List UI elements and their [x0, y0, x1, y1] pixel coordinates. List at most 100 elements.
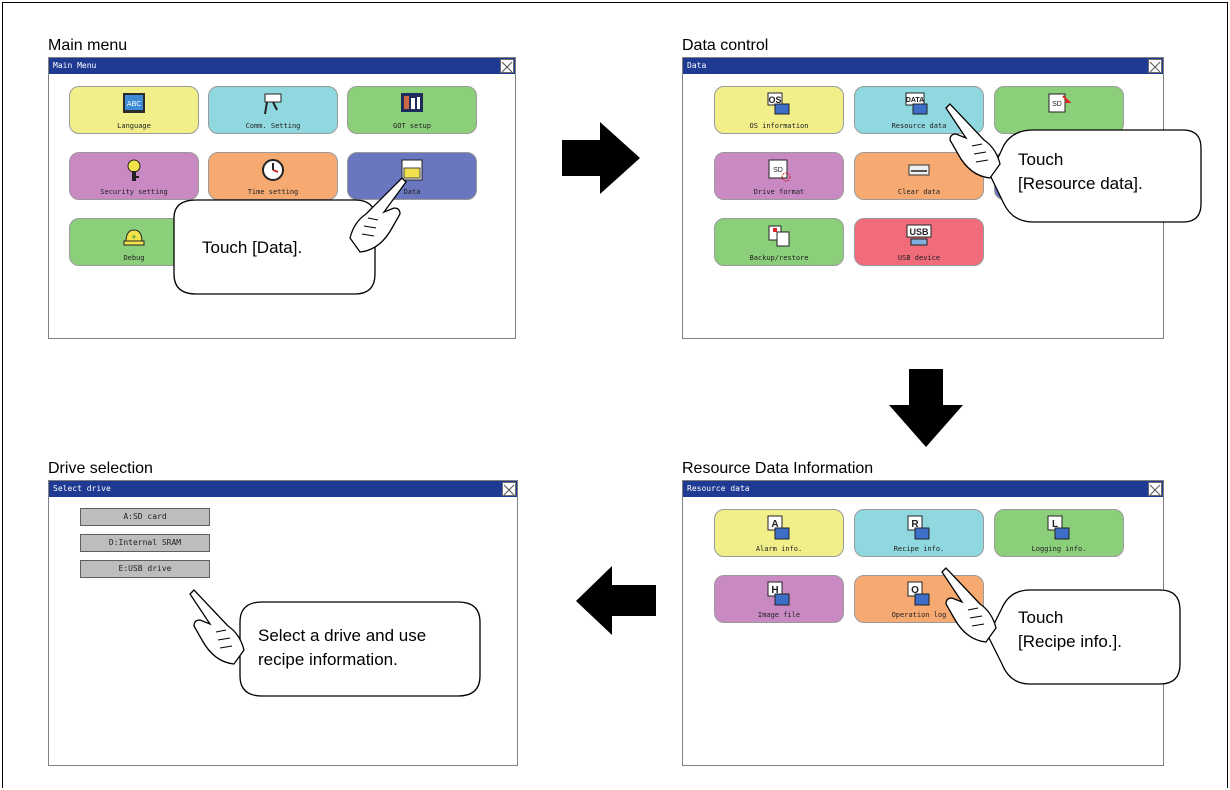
callout-line: Select a drive and use [258, 626, 427, 645]
abc-icon: ABC [123, 93, 145, 113]
tile-got-setup[interactable]: GOT setup [347, 86, 477, 134]
oplog-doc-icon: O [907, 581, 930, 606]
hand-pointer-icon [189, 589, 245, 665]
callout-text-recipe: Touch [Recipe info.]. [1018, 606, 1122, 654]
tile-label: Comm. Setting [245, 122, 301, 130]
svg-text:USB: USB [909, 227, 929, 237]
tile-recipe-info[interactable]: R Recipe info. [854, 509, 984, 557]
caption-drive-selection: Drive selection [48, 460, 153, 477]
tile-alarm-info[interactable]: A Alarm info. [714, 509, 844, 557]
callout-line: Touch [1018, 150, 1064, 169]
os-icon: OS [767, 92, 790, 115]
tile-security-setting[interactable]: Security setting [69, 152, 199, 200]
hand-pointer-icon [941, 567, 997, 643]
tile-drive-format[interactable]: SD Drive format [714, 152, 844, 200]
tile-label: GOT setup [393, 122, 431, 130]
callout-line: [Recipe info.]. [1018, 632, 1122, 651]
folder-icon [401, 159, 423, 181]
drive-button-usb-drive[interactable]: E:USB drive [80, 560, 210, 578]
svg-text:R: R [911, 519, 919, 530]
tile-usb-device[interactable]: USB USB device [854, 218, 984, 266]
sd-import-icon: SD [1048, 93, 1071, 113]
plug-icon [264, 93, 282, 115]
svg-text:A: A [771, 519, 778, 530]
svg-text:L: L [1052, 519, 1058, 530]
callout-line: Touch [1018, 608, 1064, 627]
tile-label: Image file [757, 611, 801, 619]
tile-logging-info[interactable]: L Logging info. [994, 509, 1124, 557]
tile-label: OS information [749, 122, 809, 130]
tile-label: Logging info. [1031, 545, 1087, 553]
svg-text:SD: SD [773, 167, 783, 174]
arrow-right-icon [562, 122, 640, 194]
tile-backup-restore[interactable]: Backup/restore [714, 218, 844, 266]
tile-label: Resource data [891, 122, 947, 130]
close-icon[interactable] [1148, 59, 1162, 73]
close-icon[interactable] [502, 482, 516, 496]
hand-pointer-icon [349, 177, 407, 253]
callout-text-data: Touch [Data]. [202, 238, 303, 257]
caption-data-control: Data control [682, 37, 769, 54]
arrow-left-icon [576, 566, 656, 635]
callout-bubble-resource [989, 129, 1202, 223]
tile-label: Alarm info. [755, 545, 803, 553]
logging-doc-icon: L [1047, 515, 1070, 540]
tile-comm-setting[interactable]: Comm. Setting [208, 86, 338, 134]
alarm-doc-icon: A [767, 515, 790, 540]
backup-icon [768, 225, 790, 247]
callout-line: recipe information. [258, 650, 398, 669]
close-icon[interactable] [1148, 482, 1162, 496]
drive-button-sd-card[interactable]: A:SD card [80, 508, 210, 526]
tile-label: Time setting [247, 188, 299, 196]
caption-main-menu: Main menu [48, 37, 128, 54]
close-icon[interactable] [500, 59, 514, 73]
tile-label: Security setting [100, 188, 168, 196]
drive-button-internal-sram[interactable]: D:Internal SRAM [80, 534, 210, 552]
tile-label: Debug [123, 254, 145, 262]
tile-label: USB device [897, 254, 941, 262]
tile-label: Drive format [753, 188, 805, 196]
data-icon: DATA [905, 92, 928, 115]
recipe-doc-icon: R [907, 515, 930, 540]
tile-language[interactable]: ABC Language [69, 86, 199, 134]
tile-os-information[interactable]: OS OS information [714, 86, 844, 134]
settings-icon [401, 93, 423, 112]
tile-data[interactable]: Data [347, 152, 477, 200]
usb-icon: USB [906, 224, 932, 246]
tile-label: Language [117, 122, 151, 130]
svg-text:SD: SD [1052, 101, 1062, 108]
svg-text:O: O [911, 585, 919, 596]
callout-line: [Resource data]. [1018, 174, 1143, 193]
hardhat-icon: + [123, 229, 145, 246]
callout-bubble-recipe [987, 589, 1181, 685]
callout-text-resource: Touch [Resource data]. [1018, 148, 1143, 196]
svg-text:H: H [771, 585, 778, 596]
sd-format-icon: SD [768, 159, 791, 182]
window-title: Data [683, 58, 1163, 74]
svg-text:DATA: DATA [906, 97, 924, 104]
clear-icon [908, 164, 930, 176]
tile-label: Clear data [897, 188, 941, 196]
window-title: Select drive [49, 481, 517, 497]
svg-text:+: + [131, 232, 136, 242]
tile-time-setting[interactable]: Time setting [208, 152, 338, 200]
tile-label: Backup/restore [749, 254, 809, 262]
hand-pointer-icon [945, 103, 1001, 179]
arrow-down-icon [889, 369, 963, 447]
callout-bubble-drive [239, 601, 481, 697]
svg-text:ABC: ABC [127, 100, 141, 108]
tile-label: Operation log [891, 611, 947, 619]
tile-label: Data [403, 188, 421, 196]
window-title: Main Menu [49, 58, 515, 74]
window-title: Resource data [683, 481, 1163, 497]
svg-text:OS: OS [768, 95, 781, 105]
callout-text-drive: Select a drive and use recipe informatio… [258, 624, 426, 672]
key-icon [127, 159, 141, 181]
image-doc-icon: H [767, 581, 790, 606]
clock-icon [262, 159, 284, 181]
tile-image-file[interactable]: H Image file [714, 575, 844, 623]
tile-label: Recipe info. [893, 545, 945, 553]
tile-clear-data[interactable]: Clear data [854, 152, 984, 200]
